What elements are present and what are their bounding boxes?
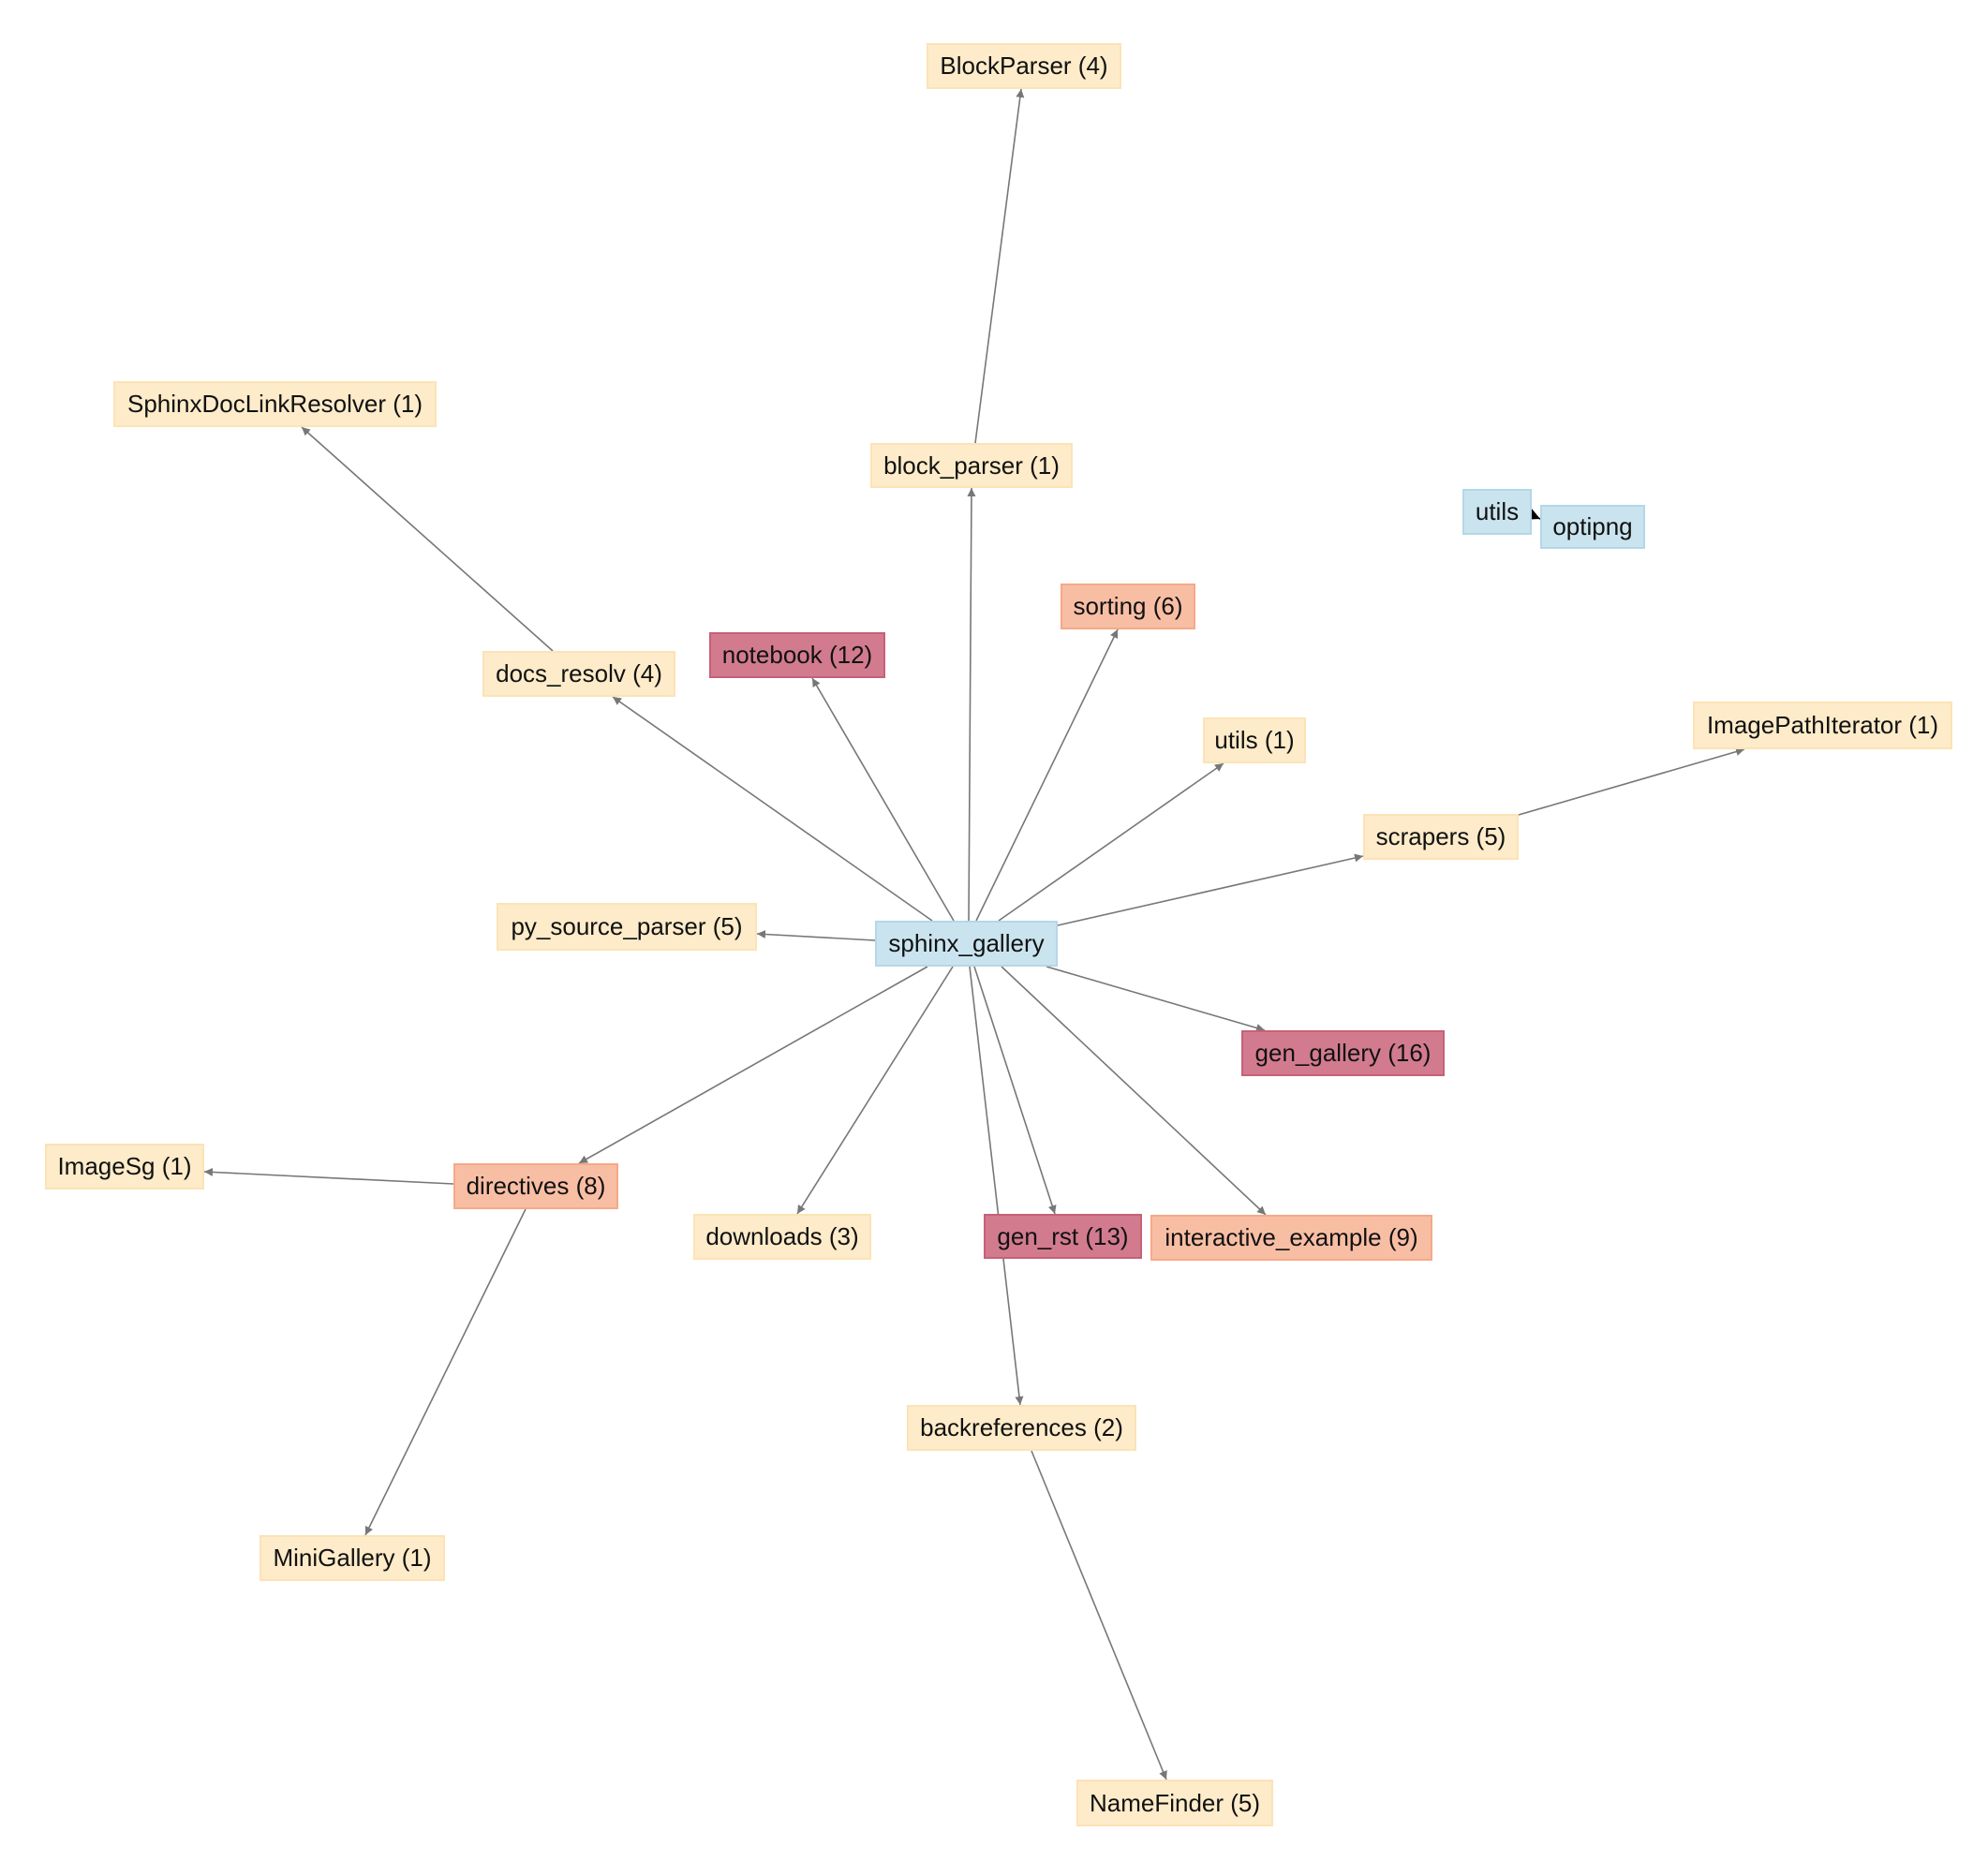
node-sphinx_gallery[interactable]: sphinx_gallery — [875, 921, 1058, 967]
node-label: notebook (12) — [721, 641, 873, 669]
edge-directives-to-MiniGallery — [364, 1208, 527, 1536]
edge-sphinx_gallery-to-notebook — [811, 677, 955, 922]
node-gen_gallery[interactable]: gen_gallery (16) — [1241, 1030, 1445, 1076]
node-label: sorting (6) — [1073, 592, 1183, 620]
node-label: interactive_example (9) — [1165, 1223, 1418, 1251]
node-label: gen_rst (13) — [997, 1221, 1129, 1250]
node-utils_blue[interactable]: utils — [1462, 489, 1532, 535]
edge-sphinx_gallery-to-downloads — [796, 966, 954, 1215]
edge-sphinx_gallery-to-docs_resolv — [612, 696, 933, 922]
node-scrapers[interactable]: scrapers (5) — [1363, 814, 1519, 860]
node-label: BlockParser (4) — [940, 52, 1108, 80]
edge-sphinx_gallery-to-utils — [998, 762, 1224, 922]
node-label: MiniGallery (1) — [273, 1544, 432, 1572]
node-gen_rst[interactable]: gen_rst (13) — [984, 1214, 1142, 1259]
node-label: SphinxDocLinkResolver (1) — [126, 390, 423, 418]
node-label: py_source_parser (5) — [511, 912, 743, 940]
edge-directives-to-ImageSg — [203, 1167, 454, 1185]
node-docs_resolv[interactable]: docs_resolv (4) — [482, 651, 675, 697]
edge-scrapers-to-ImagePathIterator — [1518, 747, 1745, 816]
node-label: block_parser (1) — [883, 451, 1060, 480]
edge-sphinx_gallery-to-block_parser — [967, 487, 976, 922]
node-label: NameFinder (5) — [1089, 1788, 1261, 1817]
node-py_source_parser[interactable]: py_source_parser (5) — [497, 903, 757, 951]
node-label: ImageSg (1) — [57, 1152, 192, 1180]
node-label: directives (8) — [466, 1172, 606, 1200]
node-block_parser[interactable]: block_parser (1) — [870, 443, 1073, 488]
node-ImagePathIterator[interactable]: ImagePathIterator (1) — [1693, 702, 1952, 749]
node-label: utils — [1475, 497, 1520, 525]
edge-backreferences-to-NameFinder — [1031, 1450, 1167, 1781]
node-label: scrapers (5) — [1375, 822, 1506, 850]
node-interactive_example[interactable]: interactive_example (9) — [1150, 1215, 1432, 1261]
node-MiniGallery[interactable]: MiniGallery (1) — [260, 1535, 445, 1581]
edge-block_parser-to-BlockParser — [974, 88, 1025, 444]
node-notebook[interactable]: notebook (12) — [709, 632, 885, 678]
edge-sphinx_gallery-to-gen_gallery — [1046, 966, 1266, 1032]
edge-docs_resolv-to-SphinxDocLinkResolver — [301, 426, 554, 652]
node-SphinxDocLinkResolver[interactable]: SphinxDocLinkResolver (1) — [113, 381, 437, 427]
node-NameFinder[interactable]: NameFinder (5) — [1076, 1780, 1273, 1826]
node-label: sphinx_gallery — [888, 929, 1045, 957]
edge-sphinx_gallery-to-py_source_parser — [756, 930, 876, 941]
node-label: utils (1) — [1214, 726, 1295, 754]
node-label: gen_gallery (16) — [1254, 1039, 1432, 1067]
node-sorting[interactable]: sorting (6) — [1061, 584, 1195, 629]
node-BlockParser[interactable]: BlockParser (4) — [927, 43, 1121, 89]
edge-sphinx_gallery-to-scrapers — [1057, 853, 1364, 926]
node-optipng[interactable]: optipng — [1540, 505, 1645, 549]
node-backreferences[interactable]: backreferences (2) — [907, 1405, 1136, 1451]
node-label: ImagePathIterator (1) — [1706, 711, 1939, 739]
node-directives[interactable]: directives (8) — [453, 1163, 618, 1209]
node-label: backreferences (2) — [920, 1413, 1123, 1441]
node-downloads[interactable]: downloads (3) — [693, 1214, 871, 1260]
node-label: downloads (3) — [705, 1222, 859, 1250]
dependency-edges — [203, 88, 1745, 1781]
node-label: docs_resolv (4) — [496, 659, 662, 687]
node-ImageSg[interactable]: ImageSg (1) — [45, 1144, 204, 1190]
edge-sphinx_gallery-to-backreferences — [969, 966, 1024, 1406]
edge-sphinx_gallery-to-sorting — [975, 628, 1119, 922]
edge-sphinx_gallery-to-directives — [578, 966, 928, 1164]
node-label: optipng — [1552, 512, 1633, 540]
node-utils[interactable]: utils (1) — [1203, 717, 1306, 763]
edge-sphinx_gallery-to-interactive_example — [1001, 966, 1267, 1216]
edge-utils_blue-to-optipng — [1525, 507, 1541, 520]
edge-sphinx_gallery-to-gen_rst — [973, 966, 1057, 1215]
